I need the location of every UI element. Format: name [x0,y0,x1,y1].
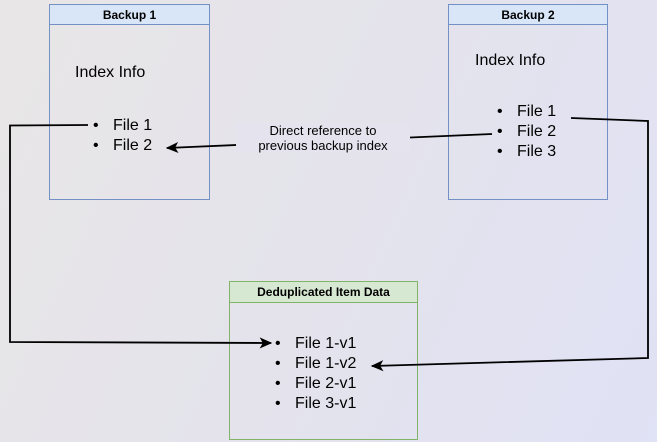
dedup-header: Deduplicated Item Data [229,281,418,303]
dedup-item: File 2-v1 [275,374,356,394]
backup2-node: Backup 2 Index Info File 1 File 2 File 3 [448,4,608,200]
dedup-item: File 1-v1 [275,334,356,354]
backup2-file-item: File 3 [497,142,556,162]
dedup-item: File 3-v1 [275,394,356,414]
backup2-file-item: File 1 [497,102,556,122]
direct-reference-label-line1: Direct reference to [269,123,377,138]
backup1-header: Backup 1 [49,4,210,25]
dedup-title: Deduplicated Item Data [257,285,390,299]
backup2-file-list: File 1 File 2 File 3 [497,102,556,162]
direct-reference-label: Direct reference to previous backup inde… [236,123,410,153]
backup1-body [49,4,210,200]
backup1-file-item: File 1 [93,116,152,136]
backup1-node: Backup 1 Index Info File 1 File 2 [49,4,210,200]
dedup-item: File 1-v2 [275,354,356,374]
direct-reference-label-line2: previous backup index [258,138,388,153]
backup1-title: Backup 1 [102,7,157,22]
backup2-title: Backup 2 [501,7,555,22]
backup1-index-info-label: Index Info [75,64,146,81]
backup2-index-info-label: Index Info [475,52,546,69]
backup1-file-item: File 2 [93,136,152,156]
backup2-file-item: File 2 [497,122,556,142]
backup1-file-list: File 1 File 2 [93,116,152,156]
dedup-node: Deduplicated Item Data File 1-v1 File 1-… [229,281,418,440]
dedup-item-list: File 1-v1 File 1-v2 File 2-v1 File 3-v1 [275,334,356,414]
backup2-header: Backup 2 [448,4,608,25]
